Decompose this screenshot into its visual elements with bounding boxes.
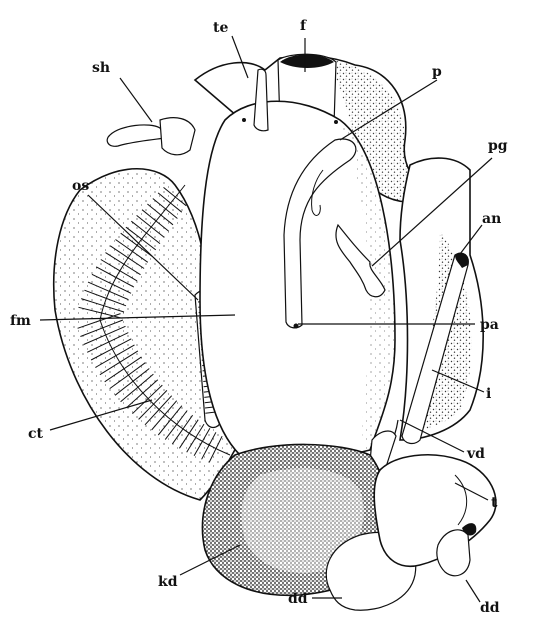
label-an: an (482, 211, 501, 227)
label-vd: vd (466, 446, 485, 462)
label-dd-left: dd (288, 591, 308, 607)
label-sh: sh (92, 60, 110, 76)
siphon (107, 125, 165, 146)
label-f: f (300, 18, 307, 34)
siphon-base (160, 118, 195, 155)
label-p: p (432, 64, 442, 80)
testis (374, 455, 496, 566)
label-kd: kd (158, 574, 178, 590)
label-pa: pa (480, 317, 499, 333)
penial-aperture (294, 324, 299, 329)
label-i: i (486, 386, 491, 402)
label-os: os (72, 178, 89, 194)
label-fm: fm (10, 313, 31, 329)
label-dd-right: dd (480, 600, 500, 616)
label-ct: ct (28, 426, 44, 442)
label-pg: pg (488, 138, 508, 154)
eye-right (334, 120, 338, 124)
eye-left (242, 118, 246, 122)
label-t: t (491, 495, 498, 511)
label-te: te (213, 20, 228, 36)
